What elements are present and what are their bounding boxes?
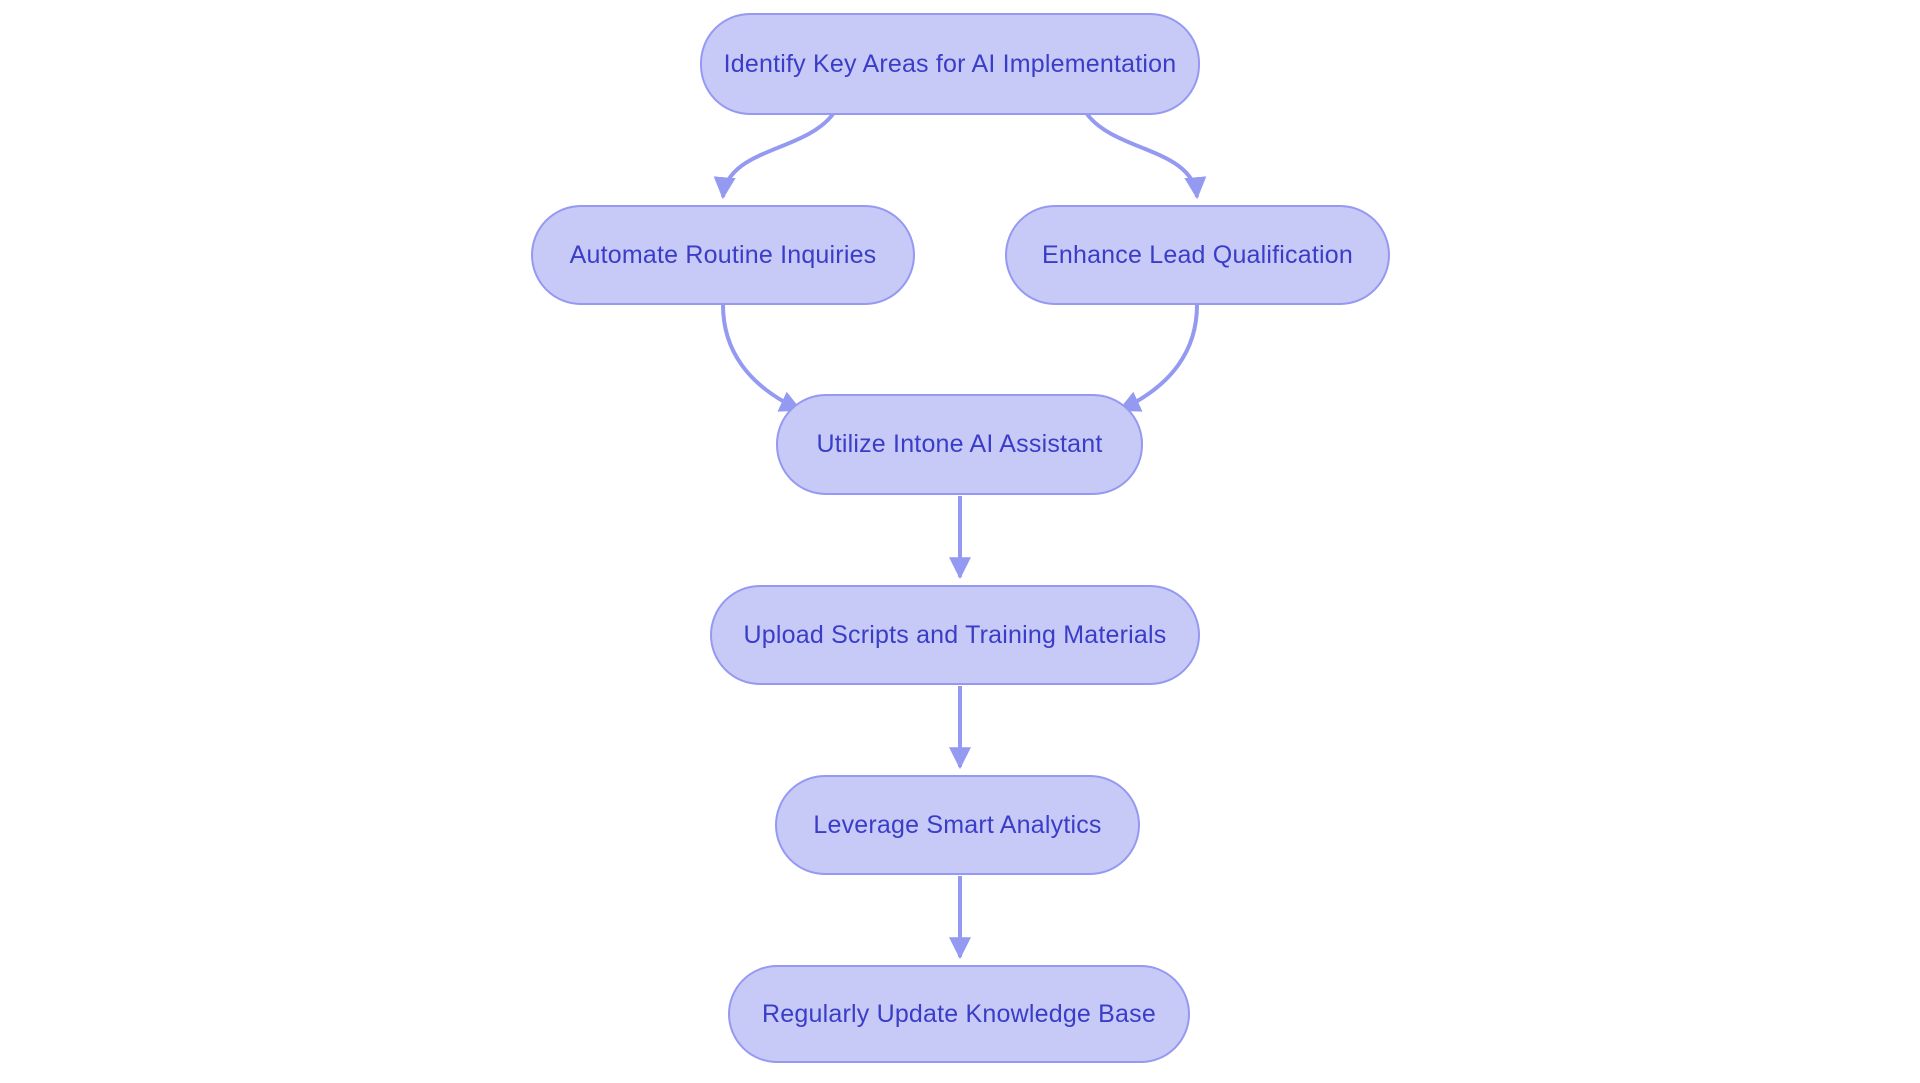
node-label: Utilize Intone AI Assistant xyxy=(816,430,1103,458)
node-upload-scripts-training: Upload Scripts and Training Materials xyxy=(710,585,1200,685)
node-label: Automate Routine Inquiries xyxy=(569,240,877,269)
edge-enhance-utilize xyxy=(1118,304,1199,412)
edge-identify-enhance xyxy=(1085,112,1207,200)
node-label: Upload Scripts and Training Materials xyxy=(743,620,1167,649)
node-leverage-smart-analytics: Leverage Smart Analytics xyxy=(775,775,1140,875)
node-label: Enhance Lead Qualification xyxy=(1042,240,1353,269)
edge-automate-utilize xyxy=(721,304,802,412)
node-automate-routine-inquiries: Automate Routine Inquiries xyxy=(531,205,915,305)
node-label: Leverage Smart Analytics xyxy=(813,810,1102,839)
node-regularly-update-knowledge-base: Regularly Update Knowledge Base xyxy=(728,965,1190,1063)
node-identify-key-areas: Identify Key Areas for AI Implementation xyxy=(700,13,1200,115)
edge-identify-automate xyxy=(713,112,835,200)
node-label: Identify Key Areas for AI Implementation xyxy=(723,49,1177,78)
node-utilize-intone-ai-assistant: Utilize Intone AI Assistant xyxy=(776,394,1143,495)
node-label: Regularly Update Knowledge Base xyxy=(762,999,1156,1028)
node-enhance-lead-qualification: Enhance Lead Qualification xyxy=(1005,205,1390,305)
